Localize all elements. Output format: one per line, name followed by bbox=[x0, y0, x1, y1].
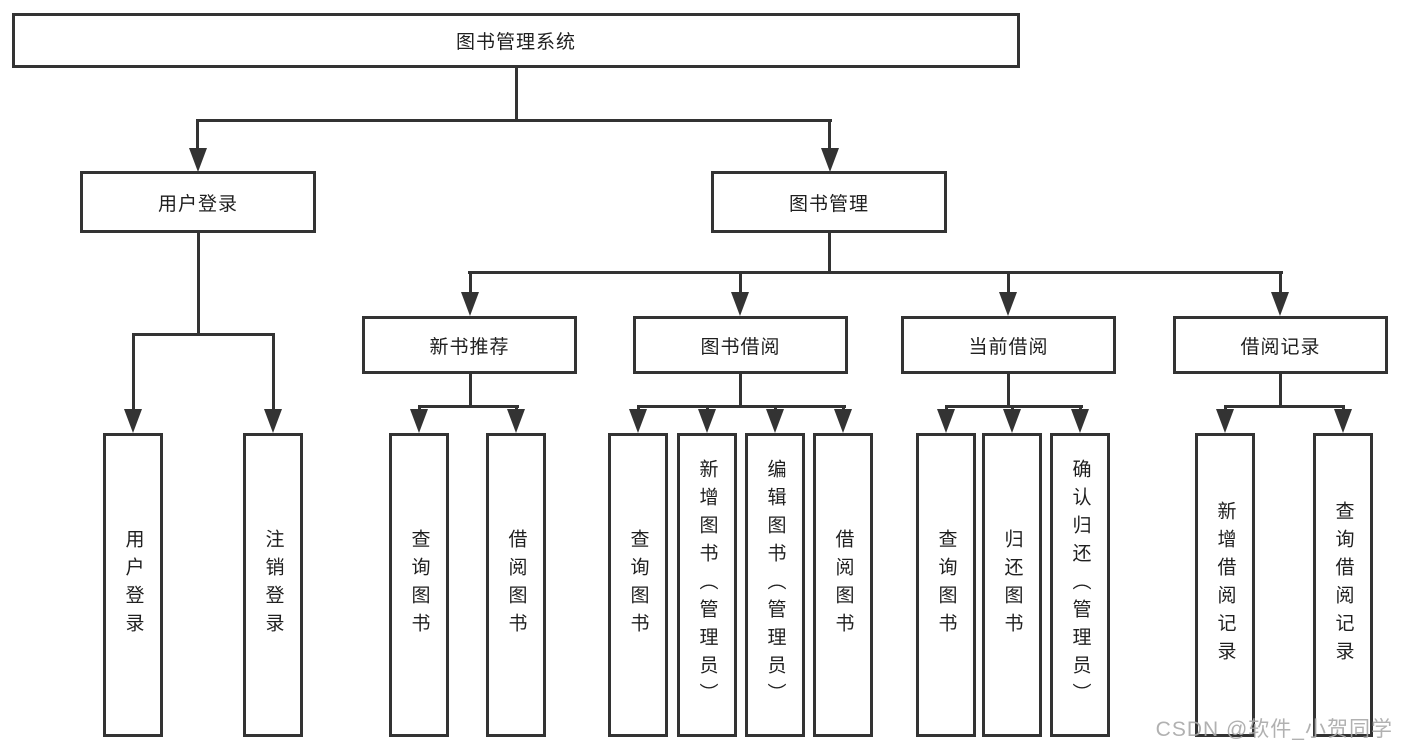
leaf-user-login-label: 用户登录 bbox=[122, 529, 144, 641]
connector-vline bbox=[1007, 374, 1010, 408]
node-library-system: 图书管理系统 bbox=[12, 13, 1020, 68]
node-user-login-label: 用户登录 bbox=[157, 193, 238, 215]
leaf-records-add-record: 新增借阅记录 bbox=[1195, 433, 1255, 737]
leaf-borrow-edit-books-admin: 编辑图书（管理员） bbox=[745, 433, 805, 737]
arrow-down-icon bbox=[1334, 409, 1352, 433]
leaf-records-query-record-label: 查询借阅记录 bbox=[1332, 501, 1354, 669]
connector-vline bbox=[1279, 374, 1282, 408]
leaf-records-query-record: 查询借阅记录 bbox=[1313, 433, 1373, 737]
connector-hline bbox=[418, 405, 519, 408]
leaf-borrow-borrow-books: 借阅图书 bbox=[813, 433, 873, 737]
arrow-down-icon bbox=[124, 409, 142, 433]
connector-hline bbox=[468, 271, 1283, 274]
node-book-borrowing: 图书借阅 bbox=[633, 316, 848, 374]
connector-hline bbox=[1224, 405, 1345, 408]
connector-hline bbox=[132, 333, 275, 336]
arrow-down-icon bbox=[999, 292, 1017, 316]
leaf-logout: 注销登录 bbox=[243, 433, 303, 737]
node-book-borrowing-label: 图书借阅 bbox=[700, 336, 781, 358]
connector-hline bbox=[637, 405, 846, 408]
node-borrowing-records: 借阅记录 bbox=[1173, 316, 1388, 374]
node-user-login: 用户登录 bbox=[80, 171, 316, 233]
connector-vline bbox=[739, 374, 742, 408]
arrow-down-icon bbox=[1071, 409, 1089, 433]
leaf-borrow-add-books-admin: 新增图书（管理员） bbox=[677, 433, 737, 737]
arrow-down-icon bbox=[834, 409, 852, 433]
arrow-down-icon bbox=[698, 409, 716, 433]
connector-vline bbox=[197, 233, 200, 336]
arrow-down-icon bbox=[1271, 292, 1289, 316]
arrow-down-icon bbox=[264, 409, 282, 433]
connector-vline bbox=[196, 119, 199, 152]
leaf-current-confirm-return-admin-label: 确认归还（管理员） bbox=[1069, 459, 1091, 711]
leaf-current-return-books: 归还图书 bbox=[982, 433, 1042, 737]
leaf-current-confirm-return-admin: 确认归还（管理员） bbox=[1050, 433, 1110, 737]
arrow-down-icon bbox=[629, 409, 647, 433]
connector-vline bbox=[739, 271, 742, 294]
connector-vline bbox=[1007, 271, 1010, 294]
arrow-down-icon bbox=[1003, 409, 1021, 433]
connector-vline bbox=[469, 374, 472, 408]
node-new-book-recommendation: 新书推荐 bbox=[362, 316, 577, 374]
leaf-current-query-books: 查询图书 bbox=[916, 433, 976, 737]
arrow-down-icon bbox=[821, 148, 839, 172]
leaf-current-query-books-label: 查询图书 bbox=[935, 529, 957, 641]
leaf-logout-label: 注销登录 bbox=[262, 529, 284, 641]
node-book-management: 图书管理 bbox=[711, 171, 947, 233]
node-book-management-label: 图书管理 bbox=[788, 193, 869, 215]
leaf-recommend-borrow-books-label: 借阅图书 bbox=[505, 529, 527, 641]
arrow-down-icon bbox=[461, 292, 479, 316]
connector-vline bbox=[828, 233, 831, 274]
arrow-down-icon bbox=[937, 409, 955, 433]
connector-vline bbox=[515, 68, 518, 121]
connector-vline bbox=[272, 333, 275, 411]
connector-vline bbox=[132, 333, 135, 411]
connector-vline bbox=[469, 271, 472, 294]
arrow-down-icon bbox=[189, 148, 207, 172]
arrow-down-icon bbox=[766, 409, 784, 433]
connector-hline bbox=[196, 119, 832, 122]
leaf-borrow-edit-books-admin-label: 编辑图书（管理员） bbox=[764, 459, 786, 711]
leaf-recommend-query-books-label: 查询图书 bbox=[408, 529, 430, 641]
connector-vline bbox=[828, 119, 831, 152]
arrow-down-icon bbox=[1216, 409, 1234, 433]
leaf-borrow-query-books: 查询图书 bbox=[608, 433, 668, 737]
node-borrowing-records-label: 借阅记录 bbox=[1240, 336, 1321, 358]
leaf-user-login: 用户登录 bbox=[103, 433, 163, 737]
leaf-recommend-borrow-books: 借阅图书 bbox=[486, 433, 546, 737]
connector-vline bbox=[1279, 271, 1282, 294]
connector-hline bbox=[945, 405, 1083, 408]
node-library-system-label: 图书管理系统 bbox=[455, 32, 576, 53]
leaf-borrow-query-books-label: 查询图书 bbox=[627, 529, 649, 641]
arrow-down-icon bbox=[410, 409, 428, 433]
leaf-current-return-books-label: 归还图书 bbox=[1001, 529, 1023, 641]
leaf-borrow-add-books-admin-label: 新增图书（管理员） bbox=[696, 459, 718, 711]
node-current-borrowing: 当前借阅 bbox=[901, 316, 1116, 374]
arrow-down-icon bbox=[507, 409, 525, 433]
leaf-borrow-borrow-books-label: 借阅图书 bbox=[832, 529, 854, 641]
node-current-borrowing-label: 当前借阅 bbox=[968, 336, 1049, 358]
csdn-watermark: CSDN @软件_小贺同学 bbox=[1155, 718, 1393, 741]
leaf-records-add-record-label: 新增借阅记录 bbox=[1214, 501, 1236, 669]
leaf-recommend-query-books: 查询图书 bbox=[389, 433, 449, 737]
node-new-book-recommendation-label: 新书推荐 bbox=[429, 336, 510, 358]
arrow-down-icon bbox=[731, 292, 749, 316]
